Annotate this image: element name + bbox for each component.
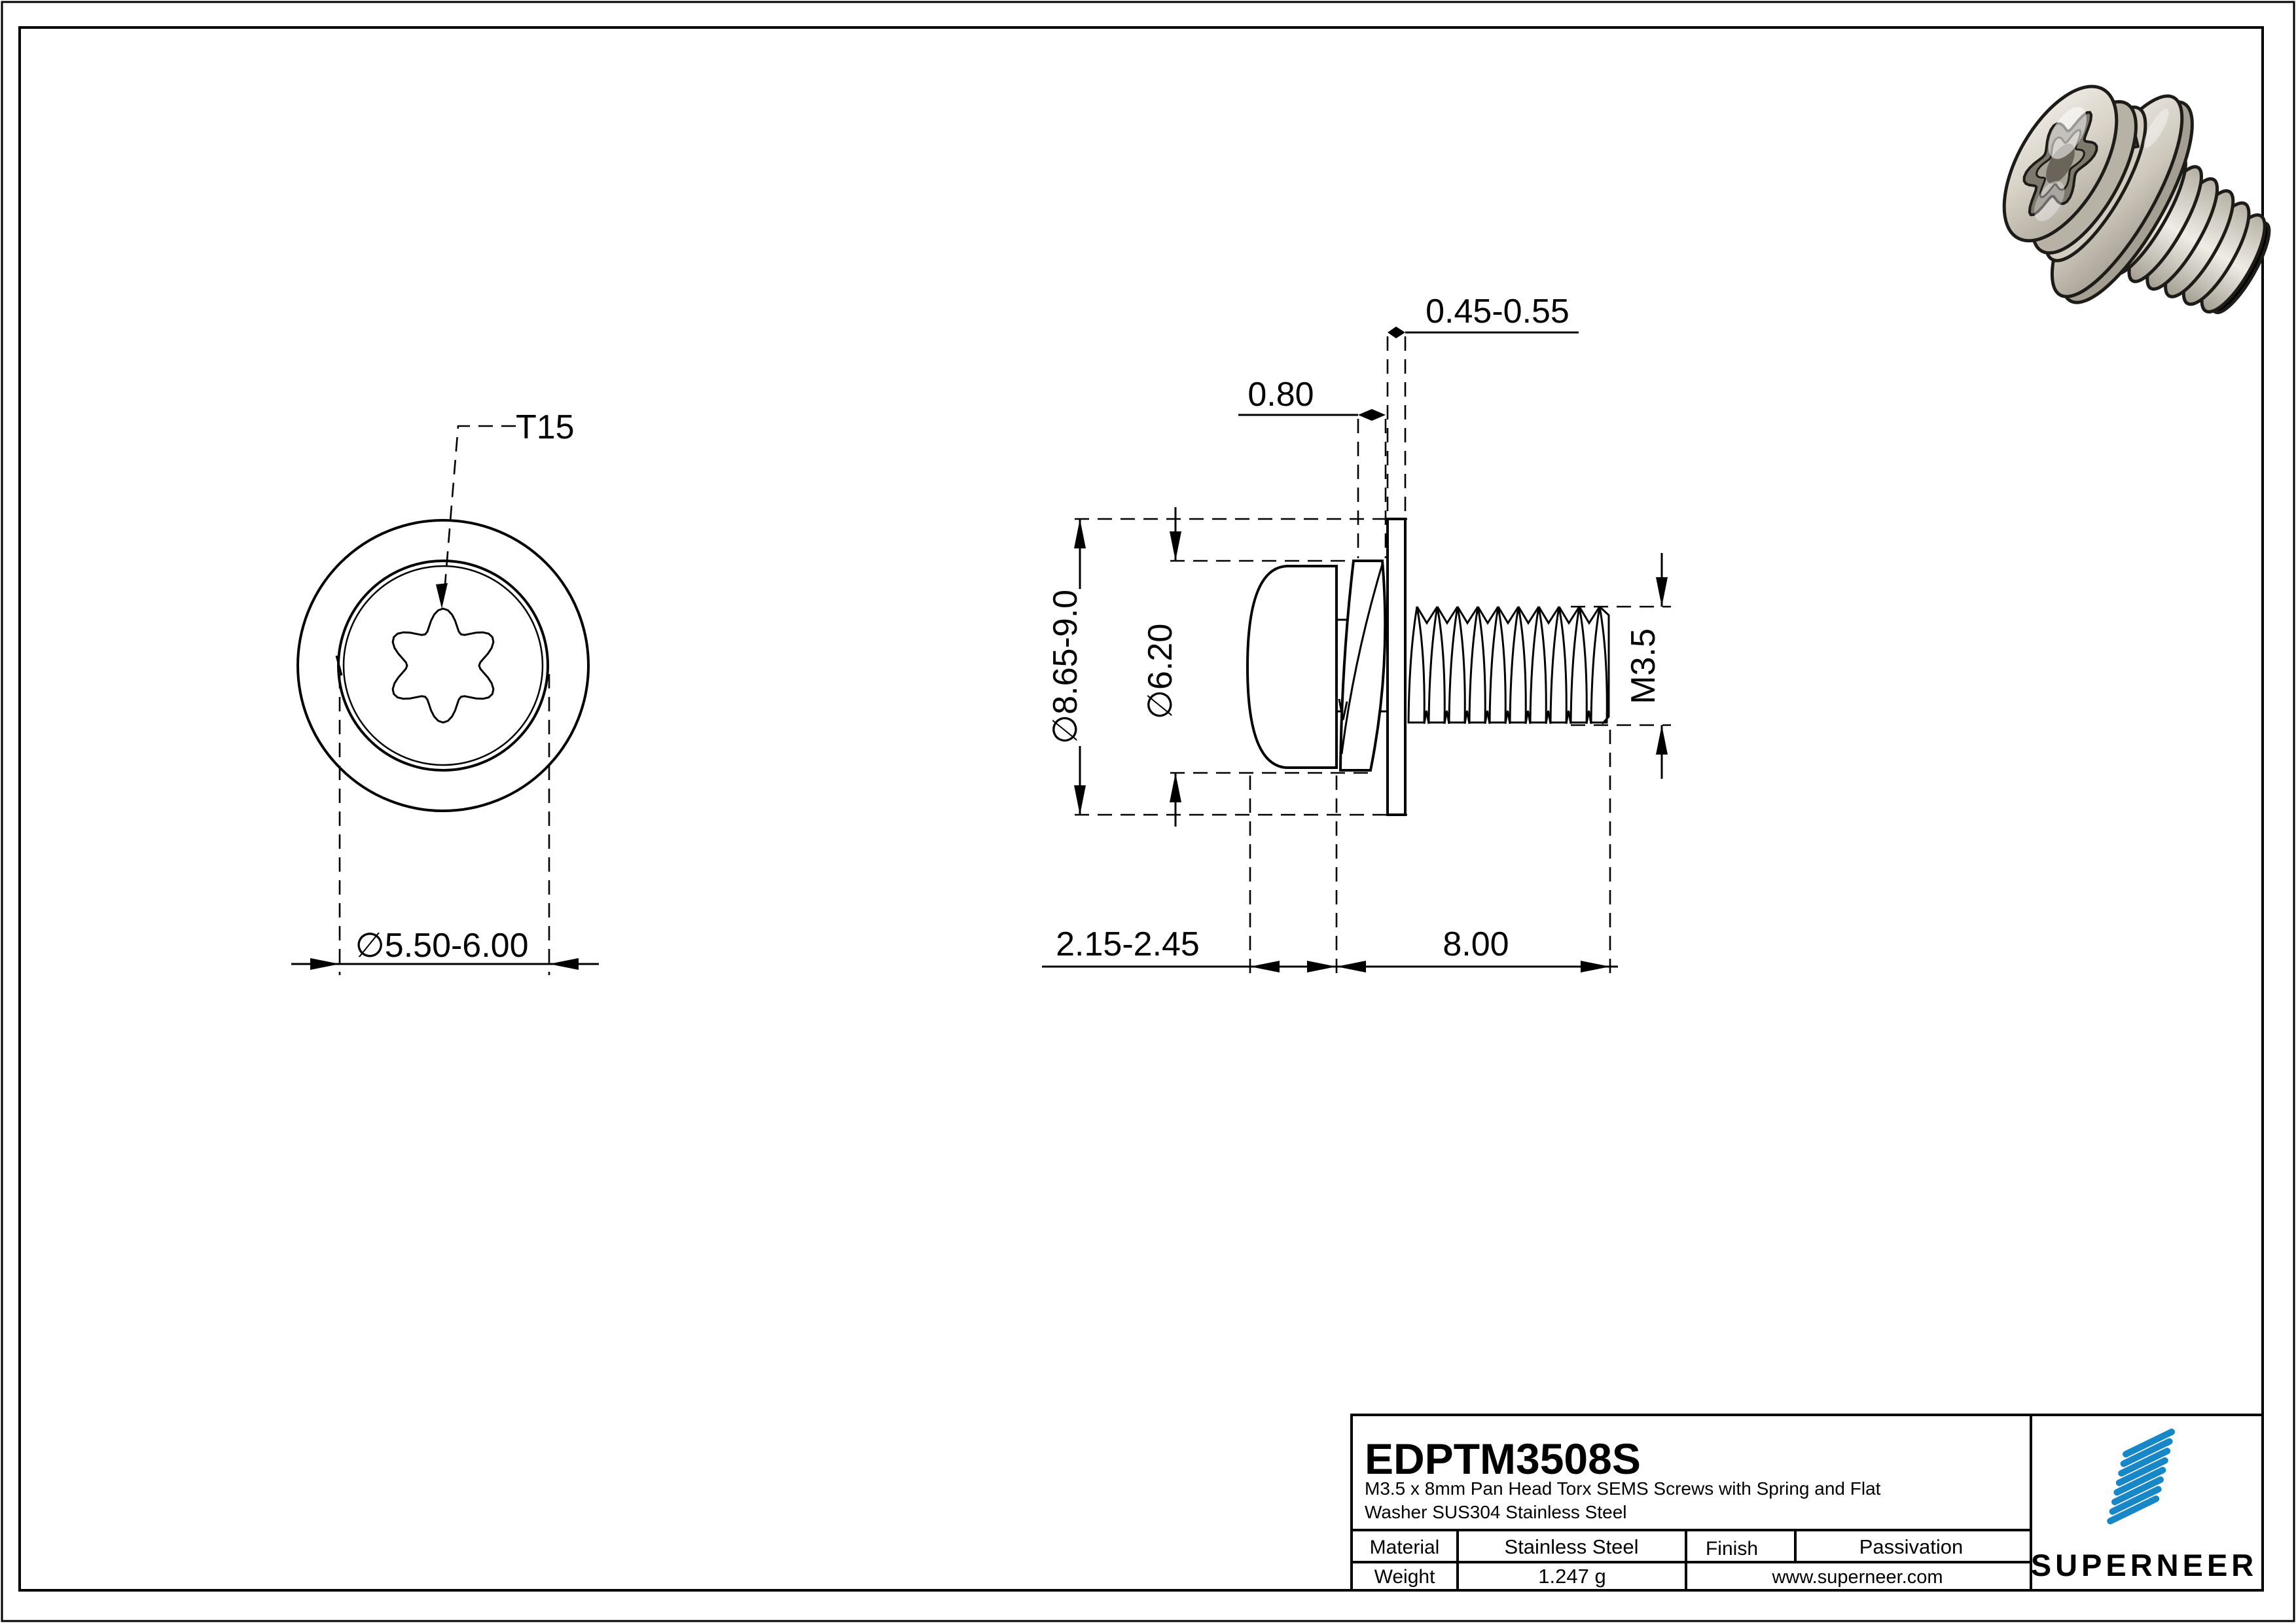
- spring-washer-split-mark: [335, 655, 343, 676]
- spring-washer-split-notch: [1338, 698, 1348, 721]
- head-height-label: 2.15-2.45: [1056, 925, 1200, 963]
- description-line1: M3.5 x 8mm Pan Head Torx SEMS Screws wit…: [1365, 1478, 1881, 1499]
- dim-spring-od-arrow-top: [1170, 531, 1181, 561]
- dim-head-h-arrow-left: [1250, 961, 1280, 972]
- logo-stripe: [2115, 1457, 2168, 1486]
- render-3d: [2002, 84, 2271, 314]
- dim-thread-arrow-bottom: [1656, 725, 1668, 755]
- weight-label: Weight: [1374, 1566, 1435, 1588]
- logo-stripe: [2111, 1476, 2164, 1505]
- pan-head-side: [1246, 565, 1338, 769]
- website-link[interactable]: www.superneer.com: [1771, 1567, 1943, 1588]
- side-view: ∅8.65-9.0 ∅6.20 M3.5 0.80 0.45-0.55 2.15…: [1042, 293, 1671, 973]
- material-value: Stainless Steel: [1504, 1535, 1638, 1558]
- dim-washer-od-arrow-top: [1074, 519, 1086, 548]
- finish-value: Passivation: [1859, 1535, 1964, 1558]
- head-od-label: ∅5.50-6.00: [355, 927, 528, 965]
- thread-spec-label: M3.5: [1624, 628, 1662, 704]
- logo-stripe: [2107, 1495, 2160, 1525]
- torx-recess-outline: [391, 607, 495, 724]
- spring-washer-side: [1338, 560, 1387, 772]
- thread-notches: [1416, 606, 1601, 724]
- thread-end-face: [1598, 605, 1610, 725]
- logo-stripe: [2113, 1467, 2166, 1496]
- dim-length-arrow-left: [1336, 961, 1366, 972]
- material-label: Material: [1370, 1537, 1440, 1558]
- spring-od-label: ∅6.20: [1141, 624, 1179, 720]
- washer-highlight: [2144, 109, 2169, 148]
- top-view: T15 ∅5.50-6.00: [291, 408, 599, 975]
- thread-coil-4: [2164, 189, 2235, 298]
- head-circle: [342, 565, 544, 766]
- washer-thk-label: 0.45-0.55: [1426, 293, 1570, 330]
- dim-spring-od-arrow-bottom: [1170, 773, 1181, 802]
- title-block-frame: [1350, 1414, 2264, 1592]
- washer-od-label: ∅8.65-9.0: [1047, 590, 1085, 744]
- thread-length-label: 8.00: [1443, 925, 1509, 963]
- torx-leader-line: [443, 425, 516, 593]
- weight-value: 1.247 g: [1538, 1565, 1605, 1588]
- finish-label: Finish: [1706, 1538, 1758, 1560]
- part-number: EDPTM3508S: [1365, 1435, 1641, 1483]
- dim-thread-arrow-top: [1656, 577, 1668, 607]
- spring-thk-label: 0.80: [1247, 376, 1314, 414]
- spring-washer-coil-line: [1340, 563, 1384, 755]
- page-inner-border: [18, 26, 2264, 1592]
- description-line2: Washer SUS304 Stainless Steel: [1365, 1502, 1627, 1522]
- dim-washer-thk-arrows: [1388, 327, 1405, 338]
- dim-head-h-arrow-right: [1307, 961, 1336, 972]
- dim-arrow-right: [549, 958, 579, 970]
- head-highlight-2: [2034, 181, 2065, 222]
- flat-washer-side: [1386, 518, 1407, 816]
- torx-size-label: T15: [516, 408, 575, 446]
- brand-logo-stripes: [2107, 1429, 2175, 1525]
- logo-stripe: [2123, 1429, 2175, 1457]
- torx-leader-arrow: [436, 583, 448, 609]
- dim-spring-thk-arrows: [1358, 409, 1386, 421]
- dim-washer-od-arrow-bottom: [1074, 785, 1086, 815]
- logo-stripe: [2109, 1486, 2162, 1515]
- logo-stripe: [2120, 1438, 2173, 1467]
- logo-stripe: [2118, 1448, 2171, 1477]
- title-block: EDPTM3508S M3.5 x 8mm Pan Head Torx SEMS…: [1350, 1414, 2264, 1592]
- brand-wordmark: SUPERNEER: [2031, 1548, 2258, 1582]
- dim-length-arrow-right: [1581, 961, 1610, 972]
- head-highlight: [2048, 107, 2087, 159]
- dim-arrow-left: [310, 958, 340, 970]
